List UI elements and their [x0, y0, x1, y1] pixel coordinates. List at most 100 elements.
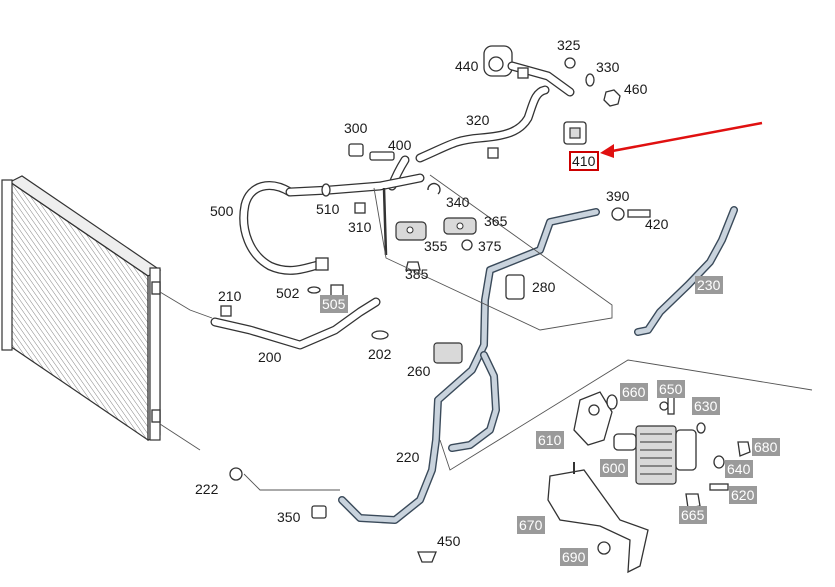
part-400: [369, 151, 395, 161]
part-365-355: [395, 217, 477, 241]
label-box-610: [536, 431, 564, 449]
label-box-230: [695, 276, 723, 294]
label-text-650: 650: [659, 381, 683, 397]
label-text-500: 500: [210, 203, 234, 219]
label-text-325: 325: [557, 37, 581, 53]
label-450: 450: [437, 533, 461, 549]
label-text-222: 222: [195, 481, 219, 497]
label-610: 610: [536, 431, 564, 449]
label-400: 400: [388, 137, 412, 153]
label-660: 660: [620, 383, 648, 401]
part-310: [354, 187, 388, 256]
label-440: 440: [455, 58, 479, 74]
label-text-210: 210: [218, 288, 242, 304]
label-text-230: 230: [697, 277, 721, 293]
part-202: [371, 330, 389, 340]
hose-500: [239, 173, 425, 275]
label-box-680: [752, 438, 780, 456]
part-460: [603, 89, 621, 107]
part-325: [564, 57, 576, 69]
label-410: 410: [569, 151, 599, 171]
label-355: 355: [424, 238, 448, 254]
label-box-690: [560, 548, 588, 566]
label-text-502: 502: [276, 285, 300, 301]
label-202: 202: [368, 346, 392, 362]
callout-arrow: [600, 121, 763, 158]
label-text-340: 340: [446, 194, 470, 210]
label-text-460: 460: [624, 81, 648, 97]
label-text-350: 350: [277, 509, 301, 525]
part-502: [307, 286, 321, 294]
label-box-670: [517, 516, 545, 534]
label-630: 630: [692, 397, 720, 415]
label-680: 680: [752, 438, 780, 456]
part-375: [461, 239, 473, 251]
label-text-330: 330: [596, 59, 620, 75]
label-500: 500: [210, 203, 234, 219]
label-box-410: [569, 151, 599, 171]
oil-cooler-assembly: [547, 391, 751, 574]
label-text-365: 365: [484, 213, 508, 229]
label-text-660: 660: [622, 384, 646, 400]
label-text-680: 680: [754, 439, 778, 455]
label-220: 220: [396, 449, 420, 465]
label-620: 620: [729, 486, 757, 504]
label-text-640: 640: [727, 461, 751, 477]
line-230: [634, 206, 738, 336]
label-420: 420: [645, 216, 669, 232]
label-text-420: 420: [645, 216, 669, 232]
label-325: 325: [557, 37, 581, 53]
label-280: 280: [532, 279, 556, 295]
label-505: 505: [320, 295, 348, 313]
label-390: 390: [606, 188, 630, 204]
label-502: 502: [276, 285, 300, 301]
label-text-665: 665: [681, 507, 705, 523]
part-300: [348, 143, 364, 157]
part-440: [483, 45, 575, 97]
label-text-320: 320: [466, 112, 490, 128]
label-text-220: 220: [396, 449, 420, 465]
label-text-355: 355: [424, 238, 448, 254]
part-222: [229, 467, 243, 481]
label-260: 260: [407, 363, 431, 379]
label-text-202: 202: [368, 346, 392, 362]
label-text-505: 505: [322, 296, 346, 312]
label-365: 365: [484, 213, 508, 229]
label-text-385: 385: [405, 266, 429, 282]
label-310: 310: [348, 219, 372, 235]
label-510: 510: [316, 201, 340, 217]
label-222: 222: [195, 481, 219, 497]
label-text-690: 690: [562, 549, 586, 565]
part-330: [585, 73, 595, 87]
part-340: [427, 182, 441, 195]
line-220: [338, 208, 600, 524]
label-text-510: 510: [316, 201, 340, 217]
label-200: 200: [258, 349, 282, 365]
part-420: [627, 209, 651, 218]
label-text-310: 310: [348, 219, 372, 235]
label-text-450: 450: [437, 533, 461, 549]
label-320: 320: [466, 112, 490, 128]
label-300: 300: [344, 120, 368, 136]
label-600: 600: [600, 459, 628, 477]
leader-lines: [159, 174, 813, 491]
label-box-630: [692, 397, 720, 415]
label-text-610: 610: [538, 432, 562, 448]
condenser: [1, 175, 162, 442]
label-640: 640: [725, 460, 753, 478]
label-text-600: 600: [602, 460, 626, 476]
part-280: [505, 274, 525, 300]
label-385: 385: [405, 266, 429, 282]
hose-200: [210, 297, 381, 350]
label-text-630: 630: [694, 398, 718, 414]
label-text-300: 300: [344, 120, 368, 136]
label-box-505: [320, 295, 348, 313]
label-box-620: [729, 486, 757, 504]
label-box-660: [620, 383, 648, 401]
label-text-670: 670: [519, 517, 543, 533]
label-230: 230: [695, 276, 723, 294]
label-box-600: [600, 459, 628, 477]
label-text-390: 390: [606, 188, 630, 204]
